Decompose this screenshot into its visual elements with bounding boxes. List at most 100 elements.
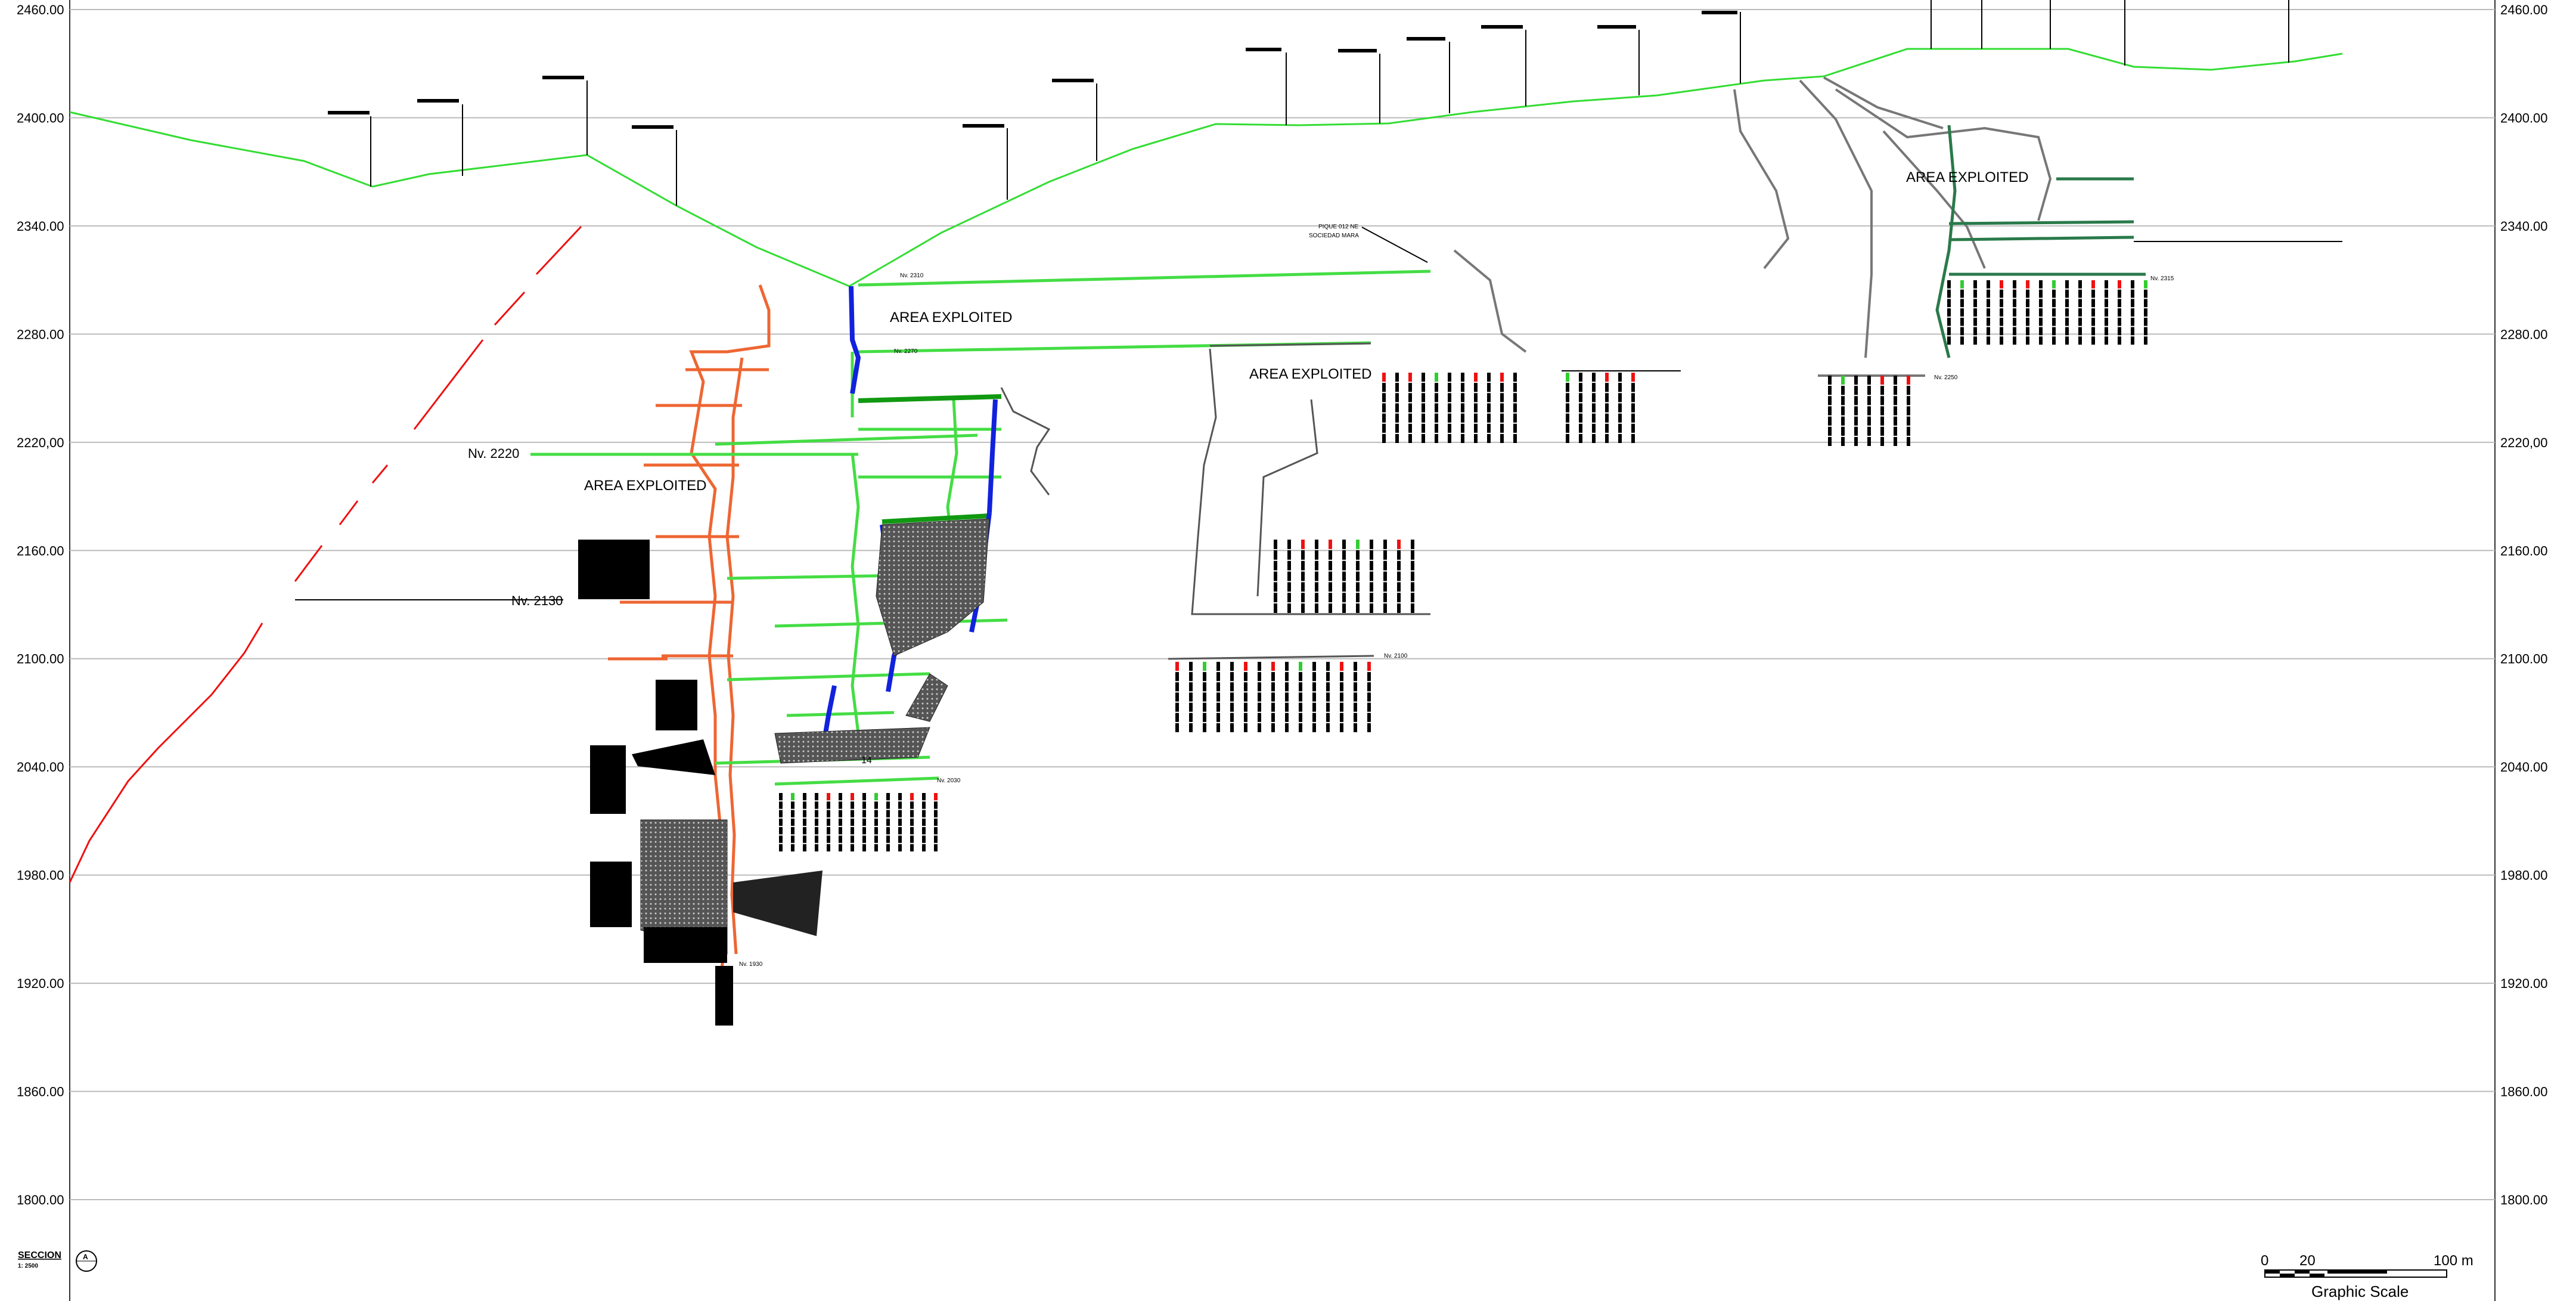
stake-tags bbox=[328, 11, 1737, 129]
drill-hole-segment bbox=[839, 835, 842, 843]
drill-hole-segment bbox=[2000, 317, 2003, 326]
drill-hole-segment bbox=[922, 835, 926, 843]
drill-hole-segment bbox=[1395, 423, 1399, 433]
drill-hole-segment bbox=[1189, 692, 1193, 702]
drill-hole-segment bbox=[1631, 373, 1635, 382]
drill-hole-segment bbox=[898, 844, 902, 851]
drill-hole-segment bbox=[1329, 571, 1332, 581]
drill-hole-segment bbox=[886, 844, 890, 851]
drill-hole-segment bbox=[1299, 713, 1302, 722]
elevation-label-right-4: 2220,00 bbox=[2500, 435, 2548, 450]
drill-hole-segment bbox=[1395, 393, 1399, 402]
drill-hole-segment bbox=[2105, 280, 2108, 289]
drill-hole-segment bbox=[1894, 416, 1897, 426]
drill-hole-segment bbox=[1411, 603, 1414, 613]
level-2315-label: Nv. 2315 bbox=[2150, 275, 2174, 282]
drill-hole-segment bbox=[2026, 289, 2029, 298]
drill-hole-segment bbox=[2091, 327, 2095, 336]
drill-hole-segment bbox=[1867, 406, 1871, 416]
drill-hole-segment bbox=[1203, 682, 1206, 692]
drill-hole-segment bbox=[1367, 672, 1371, 682]
drill-hole-segment bbox=[2131, 327, 2134, 336]
drill-hole-segment bbox=[1274, 593, 1277, 603]
drill-hole-segment bbox=[1382, 423, 1386, 433]
drill-hole-segment bbox=[1342, 593, 1346, 603]
drill-hole-segment bbox=[1461, 403, 1464, 413]
drill-hole-segment bbox=[1315, 582, 1318, 592]
drill-hole-segment bbox=[898, 801, 902, 809]
drill-hole-segment bbox=[2078, 317, 2082, 326]
drill-hole-segment bbox=[839, 810, 842, 817]
drill-hole-segment bbox=[1894, 436, 1897, 446]
drill-hole-segment bbox=[1230, 692, 1234, 702]
drill-hole-segment bbox=[1230, 672, 1234, 682]
elevation-label-right-2: 2340.00 bbox=[2500, 219, 2548, 234]
drill-hole-segment bbox=[898, 793, 902, 801]
drill-hole-segment bbox=[1411, 550, 1414, 560]
drill-hole-segment bbox=[1841, 426, 1845, 436]
drill-hole-segment bbox=[2105, 336, 2108, 345]
drill-hole-segment bbox=[1500, 393, 1504, 402]
drill-hole-segment bbox=[1513, 373, 1517, 382]
drill-hole-segment bbox=[1867, 386, 1871, 395]
grey-workings-mid bbox=[1000, 342, 1430, 660]
fan-drill-pattern-1 bbox=[632, 739, 715, 775]
drill-hole-segment bbox=[1408, 433, 1412, 443]
drill-hole-segment bbox=[1947, 289, 1951, 298]
drill-hole-segment bbox=[1189, 723, 1193, 732]
drill-hole-segment bbox=[791, 801, 794, 809]
drill-hole-segment bbox=[1258, 662, 1261, 671]
drill-hole-segment bbox=[2118, 289, 2121, 298]
drill-hole-segment bbox=[1631, 433, 1635, 443]
drill-hole-segment bbox=[1592, 403, 1596, 413]
drill-hole-segment bbox=[1880, 416, 1884, 426]
drill-hole-segment bbox=[1383, 571, 1387, 581]
drill-hole-segment bbox=[1513, 433, 1517, 443]
drill-hole-segment bbox=[2013, 289, 2016, 298]
drill-hole-segment bbox=[1354, 662, 1357, 671]
drill-holes-left-cluster bbox=[578, 540, 733, 1026]
drill-hole-segment bbox=[1203, 713, 1206, 722]
elevation-label-left-8: 1980.00 bbox=[17, 868, 64, 883]
drill-hole-segment bbox=[827, 827, 830, 835]
drill-hole-segment bbox=[1973, 327, 1977, 336]
drill-hole-segment bbox=[2078, 308, 2082, 317]
drill-hole-segment bbox=[1973, 299, 1977, 308]
drill-hole-segment bbox=[1500, 373, 1504, 382]
pique-leader bbox=[1361, 227, 1428, 263]
drill-hole-segment bbox=[1461, 433, 1464, 443]
drill-hole-segment bbox=[1907, 416, 1910, 426]
drill-hole-segment bbox=[1258, 692, 1261, 702]
drill-hole-segment bbox=[791, 793, 794, 801]
drill-hole-segment bbox=[874, 793, 878, 801]
drill-hole-segment bbox=[2091, 289, 2095, 298]
drill-hole-segment bbox=[1618, 403, 1622, 413]
drill-hole-segment bbox=[1312, 692, 1316, 702]
drill-hole-segment bbox=[2000, 289, 2003, 298]
drill-hole-segment bbox=[2000, 299, 2003, 308]
drill-hole-segment bbox=[1880, 436, 1884, 446]
drill-hole-segment bbox=[1987, 317, 1990, 326]
drill-hole-segment bbox=[1216, 692, 1220, 702]
drill-hole-segment bbox=[934, 844, 938, 851]
drill-hole-segment bbox=[1408, 423, 1412, 433]
drill-hole-segment bbox=[1287, 560, 1291, 571]
drill-hole-segment bbox=[1383, 550, 1387, 560]
drill-hole-segment bbox=[1867, 416, 1871, 426]
scale-tick-0: 0 bbox=[2261, 1253, 2268, 1269]
drill-hole-segment bbox=[886, 818, 890, 826]
drill-hole-segment bbox=[1880, 396, 1884, 405]
drill-hole-segment bbox=[1312, 662, 1316, 671]
drill-hole-segment bbox=[1435, 373, 1438, 382]
drill-hole-segment bbox=[1408, 413, 1412, 423]
drill-hole-segment bbox=[1487, 403, 1491, 413]
drill-hole-segment bbox=[1356, 571, 1360, 581]
drill-hole-segment bbox=[815, 818, 818, 826]
drill-hole-segment bbox=[851, 818, 854, 826]
drill-hole-segment bbox=[1408, 393, 1412, 402]
drill-hole-segment bbox=[1828, 396, 1832, 405]
drill-hole-segment bbox=[851, 844, 854, 851]
drill-hole-segment bbox=[1513, 393, 1517, 402]
drill-hole-segment bbox=[1244, 702, 1247, 712]
